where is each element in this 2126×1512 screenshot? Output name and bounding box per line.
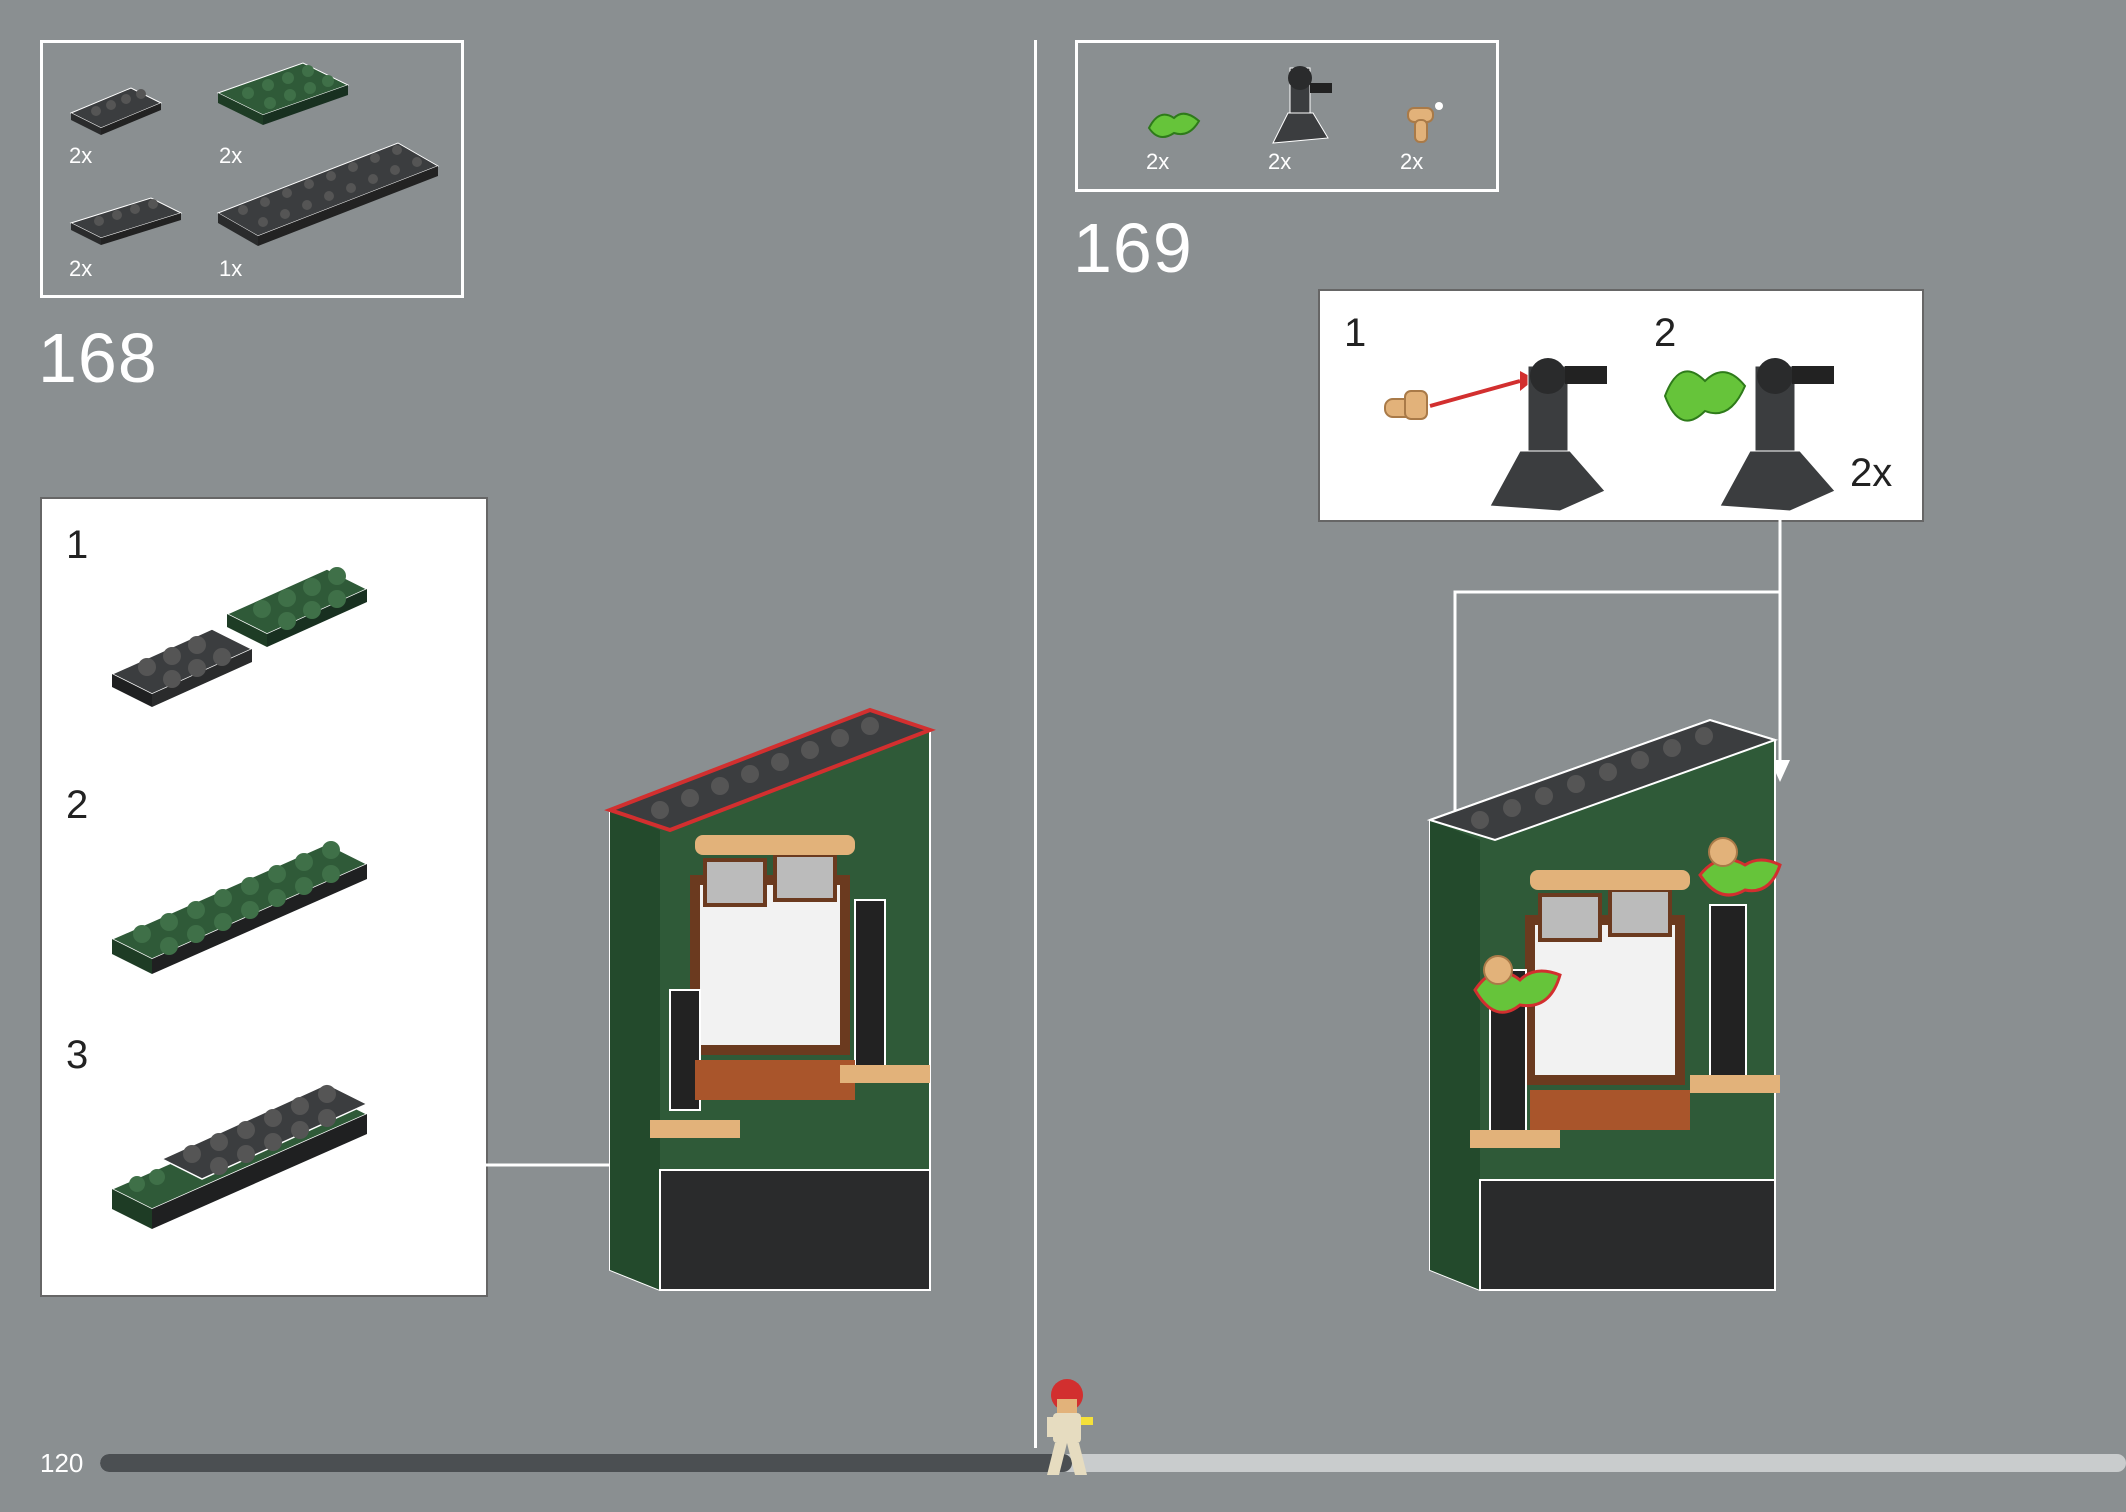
substep-panel-169: 1 2 2x [1318, 289, 1924, 522]
step-number-169: 169 [1073, 209, 1193, 287]
tan-clip-icon [1407, 102, 1443, 143]
progress-bar [100, 1454, 2126, 1472]
part-qty: 2x [1400, 149, 1424, 174]
substep-number: 1 [66, 523, 89, 567]
part-qty: 2x [69, 256, 93, 281]
dark-gray-plate-icon [69, 197, 183, 245]
minifigure-progress-marker [1047, 1379, 1093, 1475]
page-number: 120 [40, 1448, 84, 1478]
step-number-168: 168 [38, 319, 158, 397]
substep-build-illustrations [110, 567, 369, 1229]
part-qty: 2x [219, 143, 243, 168]
substep-number: 2 [66, 783, 89, 827]
window-facade-model-168 [604, 707, 936, 1291]
dark-gray-long-plate-icon [216, 142, 440, 246]
window-facade-model-169 [1426, 718, 1782, 1291]
substep-number: 3 [66, 1033, 89, 1077]
substep-panel-168: 1 2 3 [40, 497, 488, 1297]
part-qty: 1x [219, 256, 243, 281]
substep-number: 2 [1654, 311, 1677, 355]
leaf-icon [1147, 112, 1201, 138]
page-divider [1034, 40, 1037, 1448]
part-qty: 2x [69, 143, 93, 168]
substep-169-illustrations [1384, 358, 1836, 512]
parts-list-168: 2x 2x 2x 1x [40, 40, 464, 298]
progress-fill [100, 1454, 1072, 1472]
part-qty: 2x [1146, 149, 1170, 174]
part-qty: 2x [1268, 149, 1292, 174]
dark-gray-plate-icon [69, 87, 163, 135]
parts-list-169: 2x 2x 2x [1075, 40, 1499, 192]
multiplier-label: 2x [1850, 451, 1893, 495]
dark-green-plate-icon [216, 62, 350, 125]
substep-number: 1 [1344, 311, 1367, 355]
bracket-arm-icon [1272, 66, 1332, 144]
